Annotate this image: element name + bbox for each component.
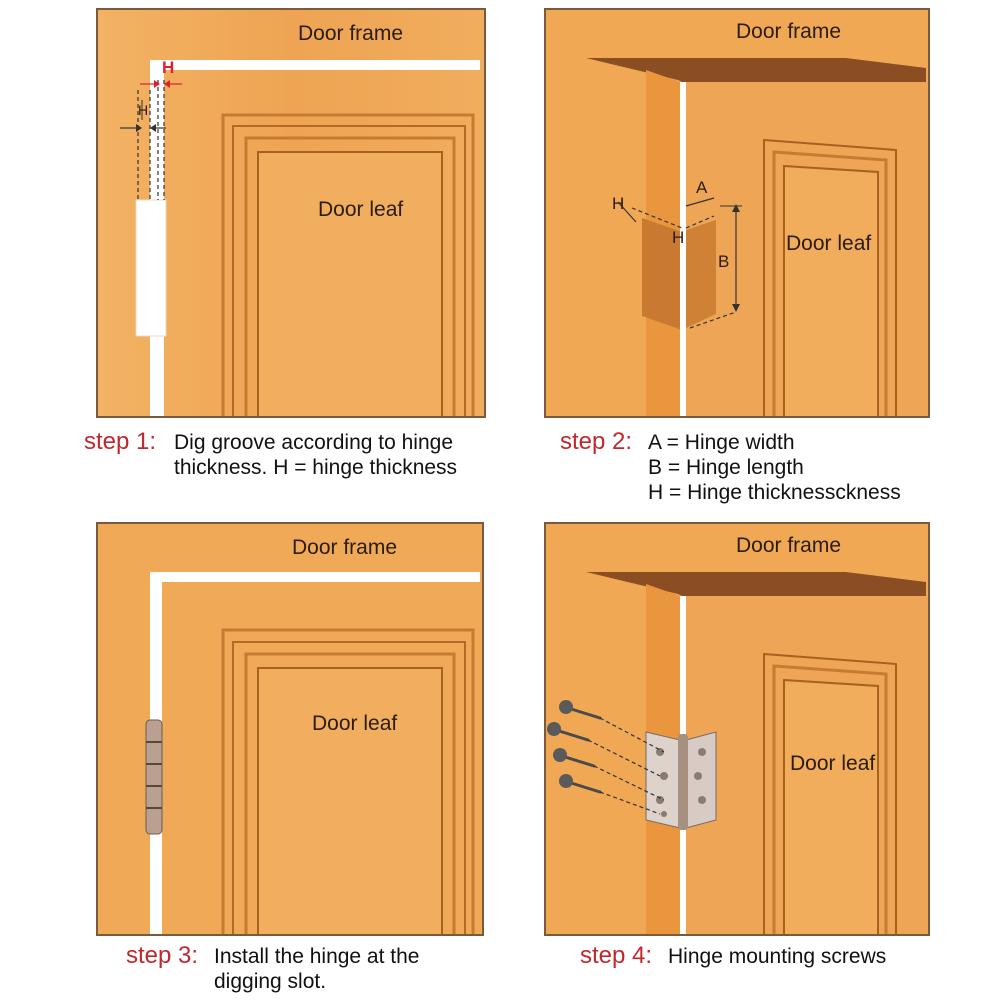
- step-2-caption: A = Hinge width B = Hinge length H = Hin…: [648, 430, 901, 505]
- door-leaf-label-4: Door leaf: [790, 752, 876, 775]
- door-leaf-label-3: Door leaf: [312, 712, 398, 735]
- dimension-h-inner-label: H: [672, 228, 685, 247]
- step-4-line-1: Hinge mounting screws: [668, 945, 887, 968]
- step-4-label: step 4:: [580, 942, 653, 969]
- step-1-line-1: Dig groove according to hinge: [174, 431, 454, 454]
- step2-illustration: Door frame Door leaf A B H H: [544, 8, 930, 418]
- step-3-label: step 3:: [126, 942, 199, 969]
- door-frame-label-4: Door frame: [736, 534, 842, 557]
- step3-illustration: Door frame Door leaf: [96, 522, 484, 936]
- step-3-caption: Install the hinge at the digging slot.: [214, 944, 419, 994]
- step-2-line-2: B = Hinge length: [648, 456, 804, 479]
- door-frame-label-2: Door frame: [736, 20, 842, 43]
- door-frame-label-3: Door frame: [292, 536, 398, 559]
- step2-drawing: [546, 10, 928, 416]
- step4-illustration: Door frame Door leaf: [544, 522, 930, 936]
- step-1-line-2: thickness. H = hinge thickness: [174, 456, 458, 479]
- dimension-h-small-label: H: [138, 102, 149, 118]
- step-3-line-2: digging slot.: [214, 970, 327, 993]
- step-2-line-3: H = Hinge thicknessckness: [648, 481, 901, 504]
- dimension-a-label: A: [696, 178, 708, 197]
- door-frame-label: Door frame: [298, 22, 404, 45]
- dimension-h-label-2: H: [612, 194, 625, 213]
- dimension-h-label: H: [162, 58, 175, 77]
- step-1-label: step 1:: [84, 428, 157, 455]
- step-3-line-1: Install the hinge at the: [214, 945, 420, 968]
- step-2-label: step 2:: [560, 428, 633, 455]
- step4-drawing: [546, 524, 928, 934]
- door-leaf-label-2: Door leaf: [786, 232, 872, 255]
- step-2-line-1: A = Hinge width: [648, 431, 795, 454]
- dimension-b-label: B: [718, 252, 730, 271]
- step-1-caption: Dig groove according to hinge thickness.…: [174, 430, 457, 480]
- door-leaf-label: Door leaf: [318, 198, 404, 221]
- step1-drawing: [98, 10, 484, 416]
- step3-drawing: [98, 524, 482, 934]
- step1-illustration: Door frame Door leaf H H: [96, 8, 486, 418]
- step-4-caption: Hinge mounting screws: [668, 944, 886, 969]
